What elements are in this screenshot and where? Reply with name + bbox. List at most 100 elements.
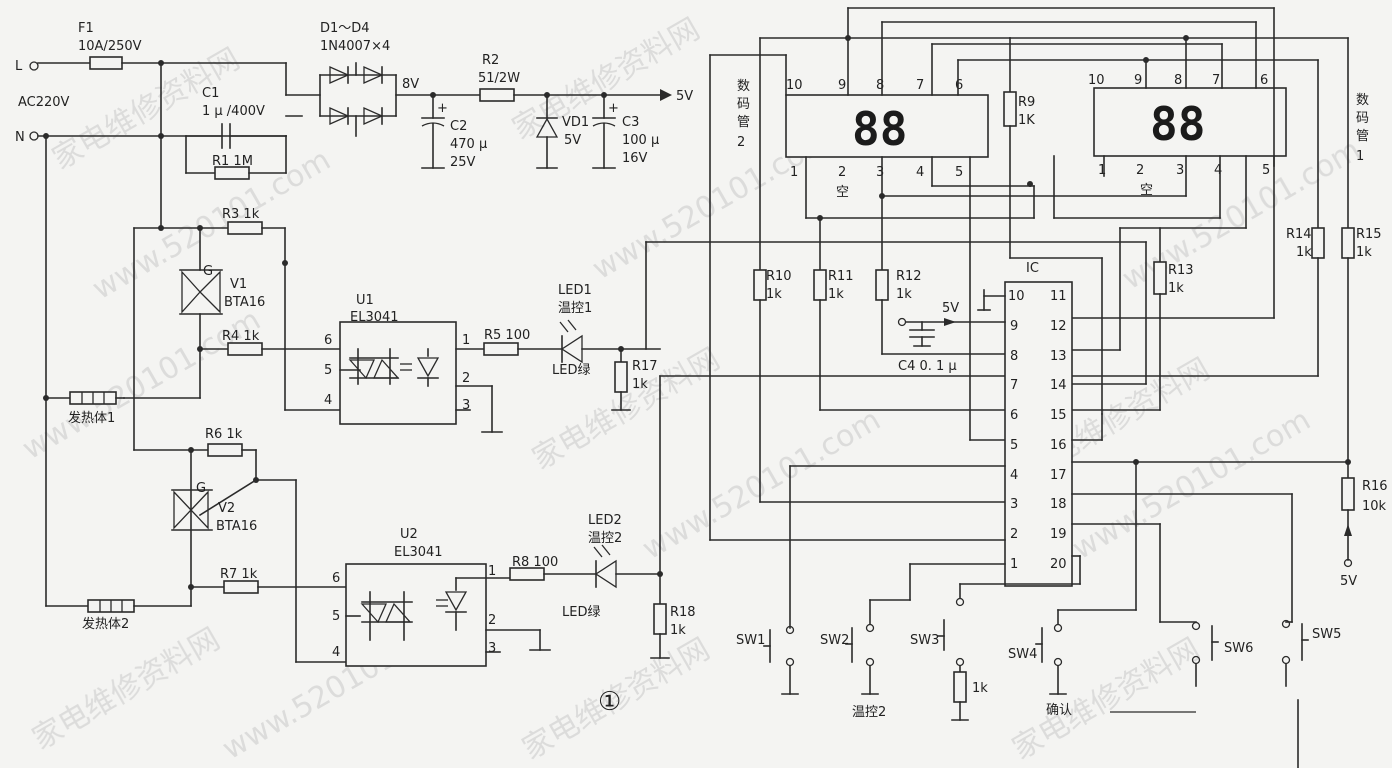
c2-value2: 25V <box>450 155 476 170</box>
display1-label-4: 1 <box>1356 149 1364 164</box>
ic-pin-19: 19 <box>1050 527 1067 542</box>
diode-d3 <box>329 106 350 126</box>
resistor-r16 <box>1341 477 1355 511</box>
r14-value: 1k <box>1296 245 1312 260</box>
display2-label-1: 数 <box>737 79 750 94</box>
resistor-sw3 <box>953 671 967 703</box>
sw3-res-label: 1k <box>972 681 988 696</box>
resistor-r17 <box>614 361 628 393</box>
r16-name: R16 <box>1362 479 1388 494</box>
u1-pin-2: 2 <box>462 371 470 386</box>
vd1-value: 5V <box>564 133 581 148</box>
watermark: www.520101.com <box>17 302 267 467</box>
f1-value: 10A/250V <box>78 39 142 54</box>
d2-pin-10: 10 <box>786 78 803 93</box>
watermark: www.520101.com <box>637 402 887 567</box>
c3-value2: 16V <box>622 151 648 166</box>
ic-pin-5: 5 <box>1010 438 1018 453</box>
c4-label: C4 0. 1 μ <box>898 359 957 374</box>
r18-name: R18 <box>670 605 696 620</box>
v1-name: V1 <box>230 277 247 292</box>
ic-pin-16: 16 <box>1050 438 1067 453</box>
r9-name: R9 <box>1018 95 1035 110</box>
figure-number: ① <box>598 687 621 717</box>
svg-text:+: + <box>608 101 619 116</box>
r15-name: R15 <box>1356 227 1382 242</box>
d1-pin-3: 3 <box>1176 163 1184 178</box>
r11-name: R11 <box>828 269 854 284</box>
fuse-f1 <box>89 56 123 70</box>
d1-pin-1: 1 <box>1098 163 1106 178</box>
resistor-r14 <box>1311 227 1325 259</box>
d1-pin-4: 4 <box>1214 163 1222 178</box>
d1-d4-value: 1N4007×4 <box>320 39 390 54</box>
optocoupler-u1 <box>339 321 457 425</box>
display1-digits: 88 <box>1150 97 1205 151</box>
sw2-label: SW2 <box>820 633 849 648</box>
display1-label-3: 管 <box>1356 129 1369 144</box>
u2-pin-4: 4 <box>332 645 340 660</box>
terminal-l <box>29 61 39 71</box>
diode-d1 <box>329 65 350 85</box>
d1-d4-name: D1～D4 <box>320 21 370 36</box>
r5-label: R5 100 <box>484 328 530 343</box>
ic-pin-10: 10 <box>1008 289 1025 304</box>
led2-color: LED绿 <box>562 605 600 620</box>
r4-label: R4 1k <box>222 329 260 344</box>
r18-value: 1k <box>670 623 686 638</box>
u1-pin-3: 3 <box>462 398 470 413</box>
ic-pin-4: 4 <box>1010 468 1018 483</box>
u1-pin-6: 6 <box>324 333 332 348</box>
resistor-r13 <box>1153 261 1167 295</box>
svg-text:+: + <box>437 101 448 116</box>
heater-1-label: 发热体1 <box>68 410 115 426</box>
c1-value: 1 μ /400V <box>202 104 265 119</box>
resistor-r12 <box>875 269 889 301</box>
d2-pin-9: 9 <box>838 78 846 93</box>
led2-func: 温控2 <box>588 531 622 546</box>
display2-label-3: 管 <box>737 115 750 130</box>
led1-color: LED绿 <box>552 363 590 378</box>
terminal-n-label: N <box>15 130 25 145</box>
r16-value: 10k <box>1362 499 1387 514</box>
ic-5v-label: 5V <box>942 301 959 316</box>
resistor-r15 <box>1341 227 1355 259</box>
watermark: 家电维修资料网 <box>507 12 706 147</box>
vd1-name: VD1 <box>562 115 589 130</box>
watermark: 家电维修资料网 <box>27 622 226 757</box>
v2-gate: G <box>196 481 206 496</box>
ic-pin-2: 2 <box>1010 527 1018 542</box>
ic-pin-14: 14 <box>1050 378 1067 393</box>
display1-label-1: 数 <box>1356 93 1369 108</box>
d2-pin-4: 4 <box>916 165 924 180</box>
ic-pin-12: 12 <box>1050 319 1067 334</box>
r1-label: R1 1M <box>212 154 253 169</box>
sw6-label: SW6 <box>1224 641 1253 656</box>
led2-name: LED2 <box>588 513 622 528</box>
r17-name: R17 <box>632 359 658 374</box>
sw1-label: SW1 <box>736 633 765 648</box>
display1-label-2: 码 <box>1356 111 1369 126</box>
r10-value: 1k <box>766 287 782 302</box>
resistor-r10 <box>753 269 767 301</box>
ac220v-label: AC220V <box>18 95 70 110</box>
r12-name: R12 <box>896 269 922 284</box>
power-supply-section: L AC220V N F1 10A/250V C1 1 μ /400V R1 1… <box>15 21 693 180</box>
r11-value: 1k <box>828 287 844 302</box>
u2-pin-2: 2 <box>488 613 496 628</box>
ic-pin-18: 18 <box>1050 497 1067 512</box>
d2-pin-5: 5 <box>955 165 963 180</box>
c3-name: C3 <box>622 115 639 130</box>
ic-pin-1: 1 <box>1010 557 1018 572</box>
display-module-1: 88 数 码 管 1 10 9 8 7 6 1 2 3 4 5 空 <box>1088 73 1369 198</box>
led1-func: 温控1 <box>558 301 592 316</box>
led-2 <box>594 559 617 589</box>
triac-v2 <box>173 490 192 530</box>
u1-name: U1 <box>356 293 374 308</box>
d1-pin-6: 6 <box>1260 73 1268 88</box>
r9-value: 1K <box>1018 113 1035 128</box>
r2-name: R2 <box>482 53 499 68</box>
ic-pin-7: 7 <box>1010 378 1018 393</box>
heater-channel-1: R3 1k G V1 BTA16 R4 1k 发热体1 <box>43 62 1147 607</box>
